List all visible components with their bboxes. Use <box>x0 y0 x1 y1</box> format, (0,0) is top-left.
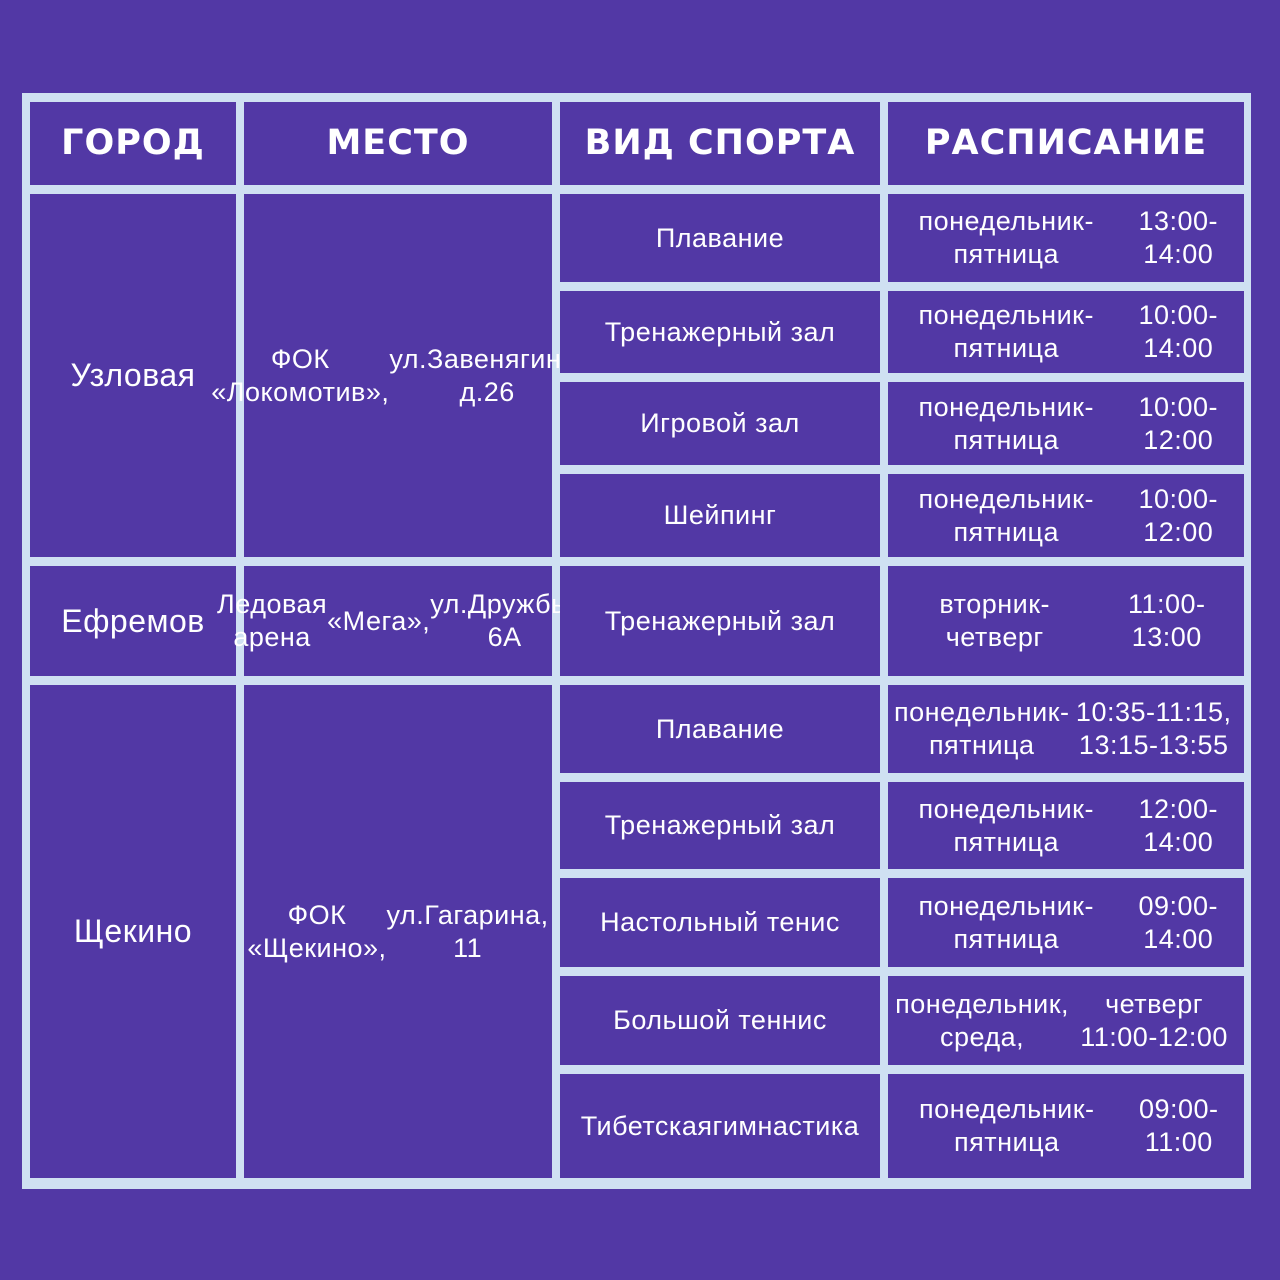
place-cell: ФОК «Локомотив», ул.Завенягина, д.26 <box>211 194 584 557</box>
sport-cell: Шейпинг <box>560 474 880 557</box>
schedule-line: 13:00-14:00 <box>1138 206 1219 269</box>
schedule-line: понедельник-пятница <box>918 300 1094 363</box>
schedule-cell: вторник-четверг 11:00-13:00 <box>888 566 1244 676</box>
header-city: ГОРОД <box>30 102 236 185</box>
schedule-line: понедельник, среда, <box>895 988 1070 1052</box>
schedule-line: 10:00-12:00 <box>1138 483 1219 547</box>
header-schedule: РАСПИСАНИЕ <box>888 102 1244 185</box>
city-cell: Узловая <box>30 194 236 557</box>
schedule-line: 09:00-14:00 <box>1138 890 1219 954</box>
sport-line: Тибетская <box>580 1110 713 1141</box>
schedule-line: вторник-четверг <box>939 589 1051 652</box>
schedule-line: понедельник-пятница <box>918 483 1094 547</box>
sport-cell: Настольный тенис <box>560 878 880 967</box>
place-line: «Мега», <box>327 605 431 636</box>
schedule-line: 10:00-14:00 <box>1138 300 1219 363</box>
schedule-line: понедельник-пятница <box>918 391 1094 455</box>
header-sport: ВИД СПОРТА <box>560 102 880 185</box>
sport-cell: Тренажерный зал <box>560 566 880 676</box>
schedule-line: понедельник-пятница <box>894 697 1070 760</box>
schedule-line: 10:00-12:00 <box>1138 391 1219 455</box>
sport-cell: Большой теннис <box>560 976 880 1065</box>
schedule-line: 12:00-14:00 <box>1138 793 1219 857</box>
sport-cell: Игровой зал <box>560 382 880 465</box>
place-line: ул.Гагарина, 11 <box>386 899 549 963</box>
city-cell: Щекино <box>30 685 236 1178</box>
schedule-table: ГОРОД МЕСТО ВИД СПОРТА РАСПИСАНИЕ Узлова… <box>22 93 1251 1189</box>
place-cell: Ледовая арена «Мега», ул.Дружбы, 6А <box>217 566 578 676</box>
schedule-cell: понедельник-пятница 10:35-11:15, 13:15-1… <box>888 685 1244 773</box>
place-line: ул.Дружбы, 6А <box>430 589 579 652</box>
schedule-line: 11:00-13:00 <box>1127 589 1206 652</box>
schedule-cell: понедельник-пятница 10:00-12:00 <box>888 382 1244 465</box>
sport-cell: Тренажерный зал <box>560 782 880 869</box>
schedule-line: 10:35-11:15, 13:15-13:55 <box>1075 697 1232 760</box>
schedule-line: 09:00-11:00 <box>1138 1094 1219 1157</box>
sport-cell: Тренажерный зал <box>560 291 880 373</box>
sport-cell: Плавание <box>560 194 880 282</box>
place-line: Ледовая арена <box>217 589 328 652</box>
place-line: ул.Завенягина, д.26 <box>389 343 585 407</box>
sport-line: гимнастика <box>712 1110 860 1141</box>
city-cell: Ефремов <box>30 566 236 676</box>
place-line: ФОК «Щекино», <box>247 899 387 963</box>
place-cell: ФОК «Щекино», ул.Гагарина, 11 <box>244 685 552 1178</box>
place-line: ФОК «Локомотив», <box>211 343 390 407</box>
schedule-line: четверг 11:00-12:00 <box>1080 988 1228 1052</box>
schedule-cell: понедельник, среда, четверг 11:00-12:00 <box>888 976 1244 1065</box>
schedule-cell: понедельник-пятница 09:00-11:00 <box>888 1074 1244 1178</box>
schedule-cell: понедельник-пятница 12:00-14:00 <box>888 782 1244 869</box>
schedule-line: понедельник-пятница <box>918 793 1094 857</box>
schedule-cell: понедельник-пятница 10:00-14:00 <box>888 291 1244 373</box>
schedule-cell: понедельник-пятница 13:00-14:00 <box>888 194 1244 282</box>
header-place: МЕСТО <box>244 102 552 185</box>
schedule-line: понедельник-пятница <box>918 890 1094 954</box>
schedule-line: понедельник-пятница <box>919 1094 1095 1157</box>
schedule-cell: понедельник-пятница 10:00-12:00 <box>888 474 1244 557</box>
sport-cell: Плавание <box>560 685 880 773</box>
schedule-line: понедельник-пятница <box>918 206 1094 269</box>
sport-cell: Тибетская гимнастика <box>560 1074 880 1178</box>
schedule-cell: понедельник-пятница 09:00-14:00 <box>888 878 1244 967</box>
